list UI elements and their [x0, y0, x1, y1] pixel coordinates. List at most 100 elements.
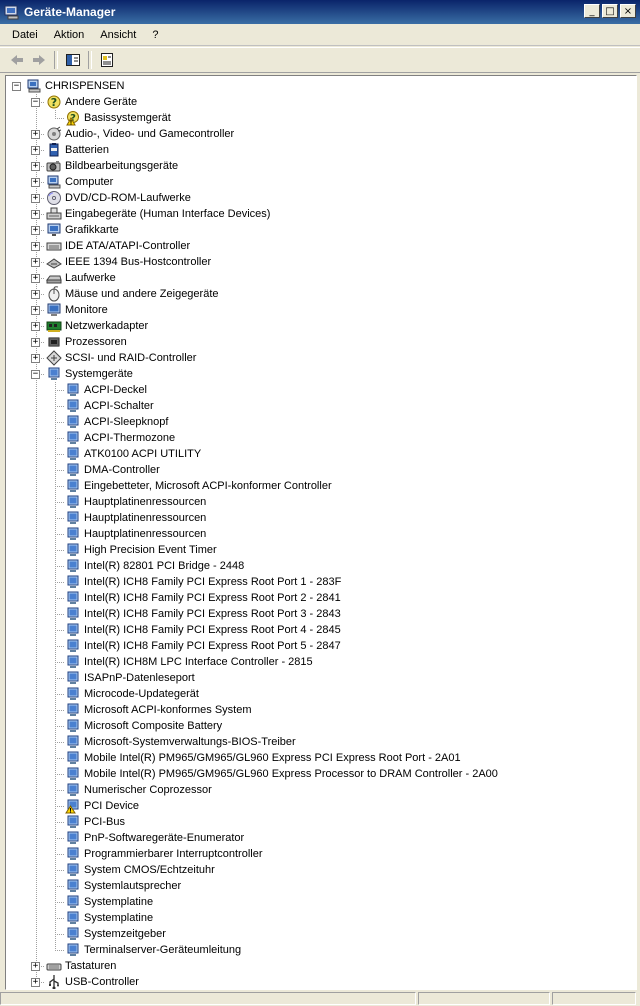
- device-item[interactable]: Hauptplatinenressourcen: [65, 526, 206, 542]
- expand-toggle[interactable]: +: [31, 241, 40, 251]
- device-item[interactable]: Intel(R) ICH8 Family PCI Express Root Po…: [65, 622, 341, 638]
- device-item-label: High Precision Event Timer: [84, 544, 217, 556]
- device-item[interactable]: Hauptplatinenressourcen: [65, 510, 206, 526]
- category-11[interactable]: Mäuse und andere Zeigegeräte: [46, 286, 219, 302]
- device-item[interactable]: Mobile Intel(R) PM965/GM965/GL960 Expres…: [65, 750, 461, 766]
- expand-toggle[interactable]: +: [31, 145, 40, 155]
- close-button[interactable]: ×: [620, 4, 636, 18]
- minimize-button[interactable]: _: [584, 4, 600, 18]
- title-bar[interactable]: Geräte-Manager _ □ ×: [0, 0, 640, 24]
- category-7[interactable]: Grafikkarte: [46, 222, 119, 238]
- device-item[interactable]: Systemzeitgeber: [65, 926, 166, 942]
- expand-toggle[interactable]: +: [31, 257, 40, 267]
- collapse-toggle[interactable]: −: [12, 81, 21, 91]
- device-item[interactable]: Intel(R) ICH8 Family PCI Express Root Po…: [65, 590, 341, 606]
- category-2[interactable]: Batterien: [46, 142, 109, 158]
- expand-toggle[interactable]: +: [31, 305, 40, 315]
- menu-datei[interactable]: Datei: [12, 28, 38, 41]
- status-bar: [0, 992, 640, 1006]
- device-item[interactable]: DMA-Controller: [65, 462, 160, 478]
- device-item[interactable]: ACPI-Thermozone: [65, 430, 175, 446]
- collapse-toggle[interactable]: −: [31, 369, 40, 379]
- category-10[interactable]: Laufwerke: [46, 270, 116, 286]
- category-1[interactable]: Audio-, Video- und Gamecontroller: [46, 126, 234, 142]
- expand-toggle[interactable]: +: [31, 209, 40, 219]
- expand-toggle[interactable]: +: [31, 977, 40, 987]
- expand-toggle[interactable]: +: [31, 161, 40, 171]
- device-item[interactable]: Microsoft-Systemverwaltungs-BIOS-Treiber: [65, 734, 296, 750]
- device-item[interactable]: Intel(R) 82801 PCI Bridge - 2448: [65, 558, 244, 574]
- category-9[interactable]: IEEE 1394 Bus-Hostcontroller: [46, 254, 211, 270]
- expand-toggle[interactable]: +: [31, 961, 40, 971]
- device-item[interactable]: ATK0100 ACPI UTILITY: [65, 446, 201, 462]
- category-6[interactable]: Eingabegeräte (Human Interface Devices): [46, 206, 270, 222]
- device-item[interactable]: High Precision Event Timer: [65, 542, 217, 558]
- device-item[interactable]: ?!Basissystemgerät: [65, 110, 171, 126]
- collapse-toggle[interactable]: −: [31, 97, 40, 107]
- device-tree[interactable]: CHRISPENSEN−?Andere Geräte−?!Basissystem…: [5, 75, 637, 990]
- menu-aktion[interactable]: Aktion: [53, 28, 85, 41]
- device-item[interactable]: ISAPnP-Datenleseport: [65, 670, 195, 686]
- maximize-button[interactable]: □: [602, 4, 618, 18]
- device-item[interactable]: Intel(R) ICH8 Family PCI Express Root Po…: [65, 574, 341, 590]
- expand-toggle[interactable]: +: [31, 225, 40, 235]
- tree-root-computer[interactable]: CHRISPENSEN: [26, 78, 124, 94]
- category-17[interactable]: Tastaturen: [46, 958, 116, 974]
- device-item[interactable]: Numerischer Coprozessor: [65, 782, 212, 798]
- category-18[interactable]: USB-Controller: [46, 974, 139, 989]
- expand-toggle[interactable]: +: [31, 337, 40, 347]
- device-item[interactable]: Intel(R) ICH8 Family PCI Express Root Po…: [65, 606, 341, 622]
- device-item[interactable]: Eingebetteter, Microsoft ACPI-konformer …: [65, 478, 332, 494]
- device-item[interactable]: Systemlautsprecher: [65, 878, 181, 894]
- show-hide-tree-button[interactable]: [62, 50, 84, 70]
- device-item[interactable]: PnP-Softwaregeräte-Enumerator: [65, 830, 244, 846]
- expand-toggle[interactable]: +: [31, 193, 40, 203]
- device-item[interactable]: Microsoft ACPI-konformes System: [65, 702, 252, 718]
- properties-button[interactable]: [96, 50, 118, 70]
- category-15[interactable]: SCSI- und RAID-Controller: [46, 350, 196, 366]
- device-item-label: Numerischer Coprozessor: [84, 784, 212, 796]
- expand-toggle[interactable]: +: [31, 129, 40, 139]
- expand-toggle[interactable]: +: [31, 289, 40, 299]
- device-item[interactable]: Systemplatine: [65, 910, 153, 926]
- category-3[interactable]: Bildbearbeitungsgeräte: [46, 158, 178, 174]
- expand-toggle[interactable]: +: [31, 353, 40, 363]
- unknown-device-icon: ?: [47, 95, 61, 109]
- device-item[interactable]: Intel(R) ICH8 Family PCI Express Root Po…: [65, 638, 341, 654]
- expand-toggle[interactable]: +: [31, 273, 40, 283]
- device-item[interactable]: Microsoft Composite Battery: [65, 718, 222, 734]
- category-16[interactable]: Systemgeräte: [46, 366, 133, 382]
- device-item-label: Microsoft Composite Battery: [84, 720, 223, 732]
- system-device-icon: [67, 479, 79, 492]
- device-item[interactable]: Intel(R) ICH8M LPC Interface Controller …: [65, 654, 313, 670]
- device-item[interactable]: ACPI-Deckel: [65, 382, 147, 398]
- back-button[interactable]: [6, 50, 28, 70]
- category-8[interactable]: IDE ATA/ATAPI-Controller: [46, 238, 190, 254]
- category-13[interactable]: Netzwerkadapter: [46, 318, 148, 334]
- system-device-icon: [67, 543, 79, 556]
- category-5[interactable]: DVD/CD-ROM-Laufwerke: [46, 190, 191, 206]
- menu-help[interactable]: ?: [152, 28, 159, 41]
- menu-ansicht[interactable]: Ansicht: [100, 28, 137, 41]
- device-item[interactable]: Terminalserver-Geräteumleitung: [65, 942, 241, 958]
- device-item-label: Terminalserver-Geräteumleitung: [84, 944, 242, 956]
- device-item[interactable]: Hauptplatinenressourcen: [65, 494, 206, 510]
- device-item[interactable]: Systemplatine: [65, 894, 153, 910]
- device-item[interactable]: Programmierbarer Interruptcontroller: [65, 846, 263, 862]
- category-0[interactable]: ?Andere Geräte: [46, 94, 137, 110]
- device-item[interactable]: Microcode-Updategerät: [65, 686, 199, 702]
- expand-toggle[interactable]: +: [31, 321, 40, 331]
- device-item-label: Hauptplatinenressourcen: [84, 496, 207, 508]
- device-item[interactable]: PCI-Bus: [65, 814, 125, 830]
- category-4[interactable]: Computer: [46, 174, 113, 190]
- category-14[interactable]: Prozessoren: [46, 334, 127, 350]
- forward-button[interactable]: [28, 50, 50, 70]
- expand-toggle[interactable]: +: [31, 177, 40, 187]
- device-item[interactable]: !PCI Device: [65, 798, 139, 814]
- device-item[interactable]: ACPI-Schalter: [65, 398, 154, 414]
- device-item[interactable]: Mobile Intel(R) PM965/GM965/GL960 Expres…: [65, 766, 498, 782]
- system-device-icon: [67, 607, 79, 620]
- device-item[interactable]: System CMOS/Echtzeituhr: [65, 862, 215, 878]
- device-item[interactable]: ACPI-Sleepknopf: [65, 414, 168, 430]
- category-12[interactable]: Monitore: [46, 302, 108, 318]
